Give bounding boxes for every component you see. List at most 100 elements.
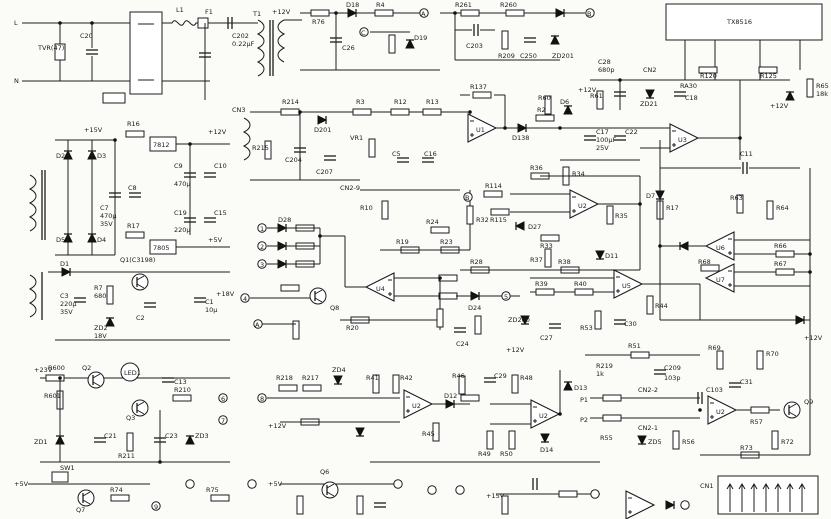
diode-d21 (785, 91, 795, 101)
capacitor-c11 (742, 161, 748, 175)
resistor-r211 (126, 432, 134, 452)
capacitor-c10 (203, 172, 217, 178)
opamp-u2-section: B R114 R115 D27 U2 R36 R34 R33 R35 D11 R… (460, 164, 641, 274)
switch-sw1[interactable] (51, 471, 69, 483)
resistor-r16 (125, 130, 145, 138)
diode-d10 (355, 427, 365, 437)
resistor-r60-label: R60 (538, 94, 551, 102)
opamp-u1-label: U1 (476, 126, 485, 134)
transistor-q7 (77, 489, 95, 507)
resistor-r66 (775, 250, 795, 258)
capacitor-c13-label: C13 (174, 378, 187, 386)
capacitor-c17 (583, 135, 597, 141)
transistor-q2 (87, 371, 105, 389)
resistor-r500 (501, 495, 509, 515)
feedback-chain-section: CN3 R214 R215 D201 R3 R12 R13 C204 C207 … (232, 98, 470, 220)
terminal-d[interactable] (393, 479, 403, 489)
rail-p18-label: +18V (216, 290, 235, 298)
capacitor-c250 (523, 37, 537, 43)
capacitor-c19-value: 220μ (174, 226, 191, 234)
resistor-r26 (474, 315, 482, 335)
regulator-7812-label: 7812 (153, 141, 170, 149)
resistor-r2 (388, 34, 396, 54)
capacitor-c103-label: C103 (706, 386, 723, 394)
diode-d4-label: D4 (97, 236, 106, 244)
resistor-r48-label: R48 (520, 374, 533, 382)
resistor-r56 (672, 430, 680, 450)
resistor-r45-label: R45 (422, 430, 435, 438)
terminal-l-label: L (14, 19, 18, 27)
capacitor-c18-label: C18 (685, 94, 698, 102)
resistor-r77 (296, 495, 304, 515)
terminal-h[interactable] (680, 500, 690, 510)
resistor-r52 (602, 394, 622, 402)
capacitor-c33 (373, 502, 387, 508)
diode-d500 (665, 500, 675, 510)
capacitor-c22-label: C22 (625, 128, 638, 136)
rail-p12-label: +12V (272, 8, 291, 16)
transformer-t1-primary (256, 19, 265, 77)
resistor-r70-label: R70 (766, 350, 779, 358)
diode-d3-label: D3 (97, 152, 106, 160)
resistor-r40-label: R40 (574, 280, 587, 288)
zener-zd5-label: ZD5 (648, 438, 662, 446)
zener-zd2-label: ZD2 (94, 324, 108, 332)
resistor-r48 (511, 374, 519, 394)
terminal-c2[interactable] (247, 479, 257, 489)
terminal-g[interactable] (590, 489, 600, 499)
resistor-r25 (436, 308, 444, 328)
capacitor-c20-label: C20 (80, 32, 93, 40)
rail-p12d-label: +12V (208, 128, 227, 136)
resistor-r261-label: R261 (455, 1, 472, 9)
capacitor-c1-label: C1 (205, 298, 214, 306)
transformer-aux-winding (28, 274, 37, 318)
resistor-r214 (280, 108, 300, 116)
diode-d1 (61, 267, 71, 277)
resistor-r24 (430, 226, 450, 234)
resistor-r24-label: R24 (426, 218, 439, 226)
tx-module (665, 3, 823, 41)
transistor-q9 (783, 401, 801, 419)
b-rail-section: R261 R260 B C203 R209 C250 ZD201 (440, 1, 595, 61)
opamp-u1-section: U1 R137 D138 R27 R60 D6 +12V R61 C17 100… (460, 83, 640, 161)
capacitor-c3-voltage: 35V (60, 308, 73, 316)
terminal-e[interactable] (427, 485, 437, 495)
opamp-u3-section: U3 C11 R63 R64 R17 D7 (640, 110, 800, 320)
diode-b (555, 8, 565, 18)
resistor-r75-label: R75 (206, 486, 219, 494)
terminal-f[interactable] (455, 485, 465, 495)
capacitor-c24 (453, 327, 467, 333)
fuse-f1 (197, 17, 209, 29)
rail-p5v-label: +5V (268, 480, 283, 488)
transistor-q7-label: Q7 (76, 506, 85, 514)
zener-zd21-label: ZD21 (640, 100, 658, 108)
resistor-r42-label: R42 (400, 374, 413, 382)
capacitor-c7-voltage: 35V (100, 220, 113, 228)
resistor-r16-label: R16 (127, 120, 140, 128)
resistor-r217 (302, 384, 322, 392)
resistor-r32-label: R32 (476, 216, 489, 224)
terminal-9-text: 9 (154, 503, 158, 511)
capacitor-c203 (473, 23, 479, 37)
resistor-r69-label: R69 (708, 344, 721, 352)
resistor-r219-value: 1k (596, 370, 604, 378)
diode-d12 (445, 399, 455, 409)
rail-vcc12-label: +12V (804, 334, 823, 342)
resistor-r17-label: R17 (127, 222, 140, 230)
capacitor-c203-label: C203 (466, 42, 483, 50)
resistor-r76-label: R76 (312, 18, 325, 26)
comparator-cluster-section: U4 R20 R19 R23 R24 D24 R28 5 R32 (340, 190, 520, 335)
resistor-r57-label: R57 (750, 418, 763, 426)
resistor-r64 (766, 200, 774, 220)
resistor-r4-label: R4 (376, 1, 385, 9)
resistor-r67 (775, 268, 795, 276)
opamp-u5-label: U5 (622, 282, 631, 290)
transistor-q1 (131, 273, 149, 291)
resistor-r15-label: R10 (360, 204, 373, 212)
resistor-r32 (466, 205, 474, 225)
terminal-b3[interactable] (185, 479, 195, 489)
transformer-t1-label: T1 (252, 10, 261, 18)
connector-cn22-label: CN2-2 (638, 386, 658, 394)
capacitor-c7-value: 470μ (100, 212, 117, 220)
resistor-r17 (125, 231, 145, 239)
